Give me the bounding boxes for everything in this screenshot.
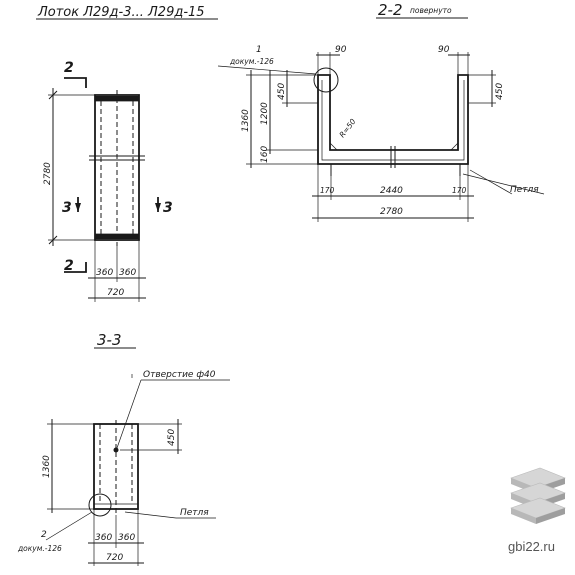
cut-label-2-bottom: 2 [64,258,74,274]
dim-33-width: 720 [106,553,123,563]
section-2-2: 2-2 повернуто 1 докум.-126 90 90 [217,1,545,222]
chamfer-right [450,142,459,151]
plan-tick-bottom [48,235,58,245]
plan-end-mark-bottom [95,234,139,239]
dim-foot-right: 170 [452,186,467,195]
callout-leader-2 [45,511,93,541]
channel-outline [317,74,469,165]
dim-33-right-half: 360 [118,533,135,543]
loop-label-3-3: Петля [180,508,209,518]
section-3-3: 3-3 Отверстие ф40 450 1360 2 докум.-126 … [17,331,230,566]
dim-height-total: 1360 [241,109,251,132]
section-2-2-note: повернуто [410,6,452,15]
channel-rebar [321,80,465,161]
cut-arrow-2-top [64,77,87,88]
callout-leader-1 [217,65,317,75]
loop-leader-2 [469,169,513,195]
loop-label-2-2: Петля [510,185,539,195]
loop-leader-3-3 [124,511,177,519]
hole-mark [113,447,119,453]
cut-label-3-left: 3 [62,200,72,216]
plan-view: 2 2 3 3 2780 360 360 720 [43,60,173,302]
plan-tick-top [48,90,58,100]
cut-arrow-2-bottom [64,262,87,273]
cut-arrowhead-3-left [75,203,81,212]
dim-33-hole: 450 [167,429,177,446]
dim-chamfer: R=50 [337,117,357,139]
callout-doc-2: докум.-126 [17,544,62,553]
watermark-text[interactable]: gbi22.ru [508,539,555,554]
main-title: Лоток Л29д-3... Л29д-15 [37,5,205,20]
cut-label-2-top: 2 [64,60,74,76]
dim-hole-left: 450 [277,83,287,100]
loop-leader-1 [462,173,545,195]
dim-foot-left: 170 [320,186,335,195]
plan-dim-length: 2780 [43,162,53,185]
plan-dim-width: 720 [107,288,124,298]
plan-dim-left-half: 360 [96,268,113,278]
dim-height-inner: 1200 [260,102,270,125]
dim-wall-left: 90 [335,45,347,55]
plan-dim-right-half: 360 [119,268,136,278]
dim-total-width: 2780 [380,207,403,217]
callout-circle-1 [313,67,339,93]
cut-arrowhead-3-right [155,203,161,212]
plan-end-mark-top [95,96,139,101]
dim-33-left-half: 360 [95,533,112,543]
callout-number-1: 1 [256,45,262,55]
chamfer-left [329,142,338,151]
callout-number-2: 2 [41,530,47,540]
hole-label: Отверстие ф40 [143,370,216,380]
dim-33-height: 1360 [42,455,52,478]
callout-doc-1: докум.-126 [229,57,274,66]
dim-floor: 160 [260,146,270,163]
cut-label-3-right: 3 [163,200,173,216]
dim-inner-width: 2440 [380,186,403,196]
dim-wall-right: 90 [438,45,450,55]
section-3-3-title: 3-3 [97,331,122,349]
dim-hole-right: 450 [495,83,505,100]
section-2-2-title: 2-2 [378,1,403,19]
hole-leader [116,379,142,449]
callout-circle-2 [88,493,112,517]
stacked-slabs-icon [510,467,566,524]
